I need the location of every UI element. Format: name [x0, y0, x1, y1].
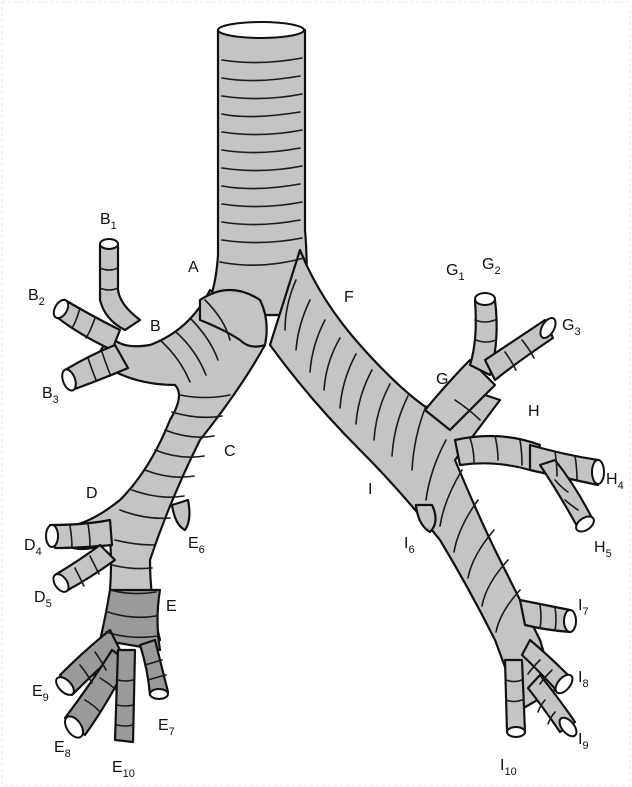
branch-b-group	[51, 239, 140, 392]
opening-i9	[556, 715, 579, 740]
trachea-opening	[218, 22, 304, 38]
right-main-bronchus	[270, 250, 555, 710]
label-b: B	[150, 318, 161, 335]
trachea	[200, 30, 307, 315]
opening-e7	[150, 689, 168, 699]
label-b1: B1	[100, 211, 117, 232]
label-d5: D5	[34, 589, 52, 610]
label-i: I	[368, 481, 372, 498]
label-d: D	[86, 485, 98, 502]
label-e10: E10	[112, 759, 135, 780]
opening-g3	[537, 315, 558, 340]
label-g3: G3	[562, 317, 581, 338]
label-i7: I7	[578, 597, 589, 618]
label-e8: E8	[54, 739, 71, 760]
label-i6: I6	[404, 535, 415, 556]
label-h5: H5	[594, 539, 612, 560]
label-c: C	[224, 443, 236, 460]
label-e: E	[166, 598, 177, 615]
branch-d-group	[46, 520, 115, 595]
branch-e7	[140, 640, 168, 695]
opening-g1-g2	[475, 293, 495, 305]
label-e7: E7	[158, 717, 175, 738]
label-g: G	[436, 371, 448, 388]
opening-i7	[564, 610, 576, 632]
branch-i6-nub	[416, 505, 436, 532]
label-e9: E9	[32, 683, 49, 704]
opening-d4	[46, 525, 58, 547]
label-i8: I8	[578, 669, 589, 690]
branch-d4	[50, 520, 112, 548]
branch-e6-nub	[172, 500, 189, 530]
label-d4: D4	[24, 537, 42, 558]
opening-h4	[592, 460, 604, 484]
label-h: H	[528, 403, 540, 420]
opening-i10	[507, 727, 525, 737]
branch-i10	[505, 660, 525, 732]
label-b3: B3	[42, 385, 59, 406]
opening-b1	[100, 239, 118, 249]
label-g1: G1	[446, 262, 465, 283]
label-a: A	[188, 259, 199, 276]
label-h4: H4	[606, 471, 624, 492]
label-b2: B2	[28, 287, 45, 308]
label-e6: E6	[188, 535, 205, 556]
label-g2: G2	[482, 256, 501, 277]
label-i9: I9	[578, 731, 589, 752]
branch-e10	[115, 650, 135, 742]
branch-b1	[100, 245, 140, 330]
label-f: F	[344, 289, 354, 306]
label-i10: I10	[500, 757, 517, 778]
